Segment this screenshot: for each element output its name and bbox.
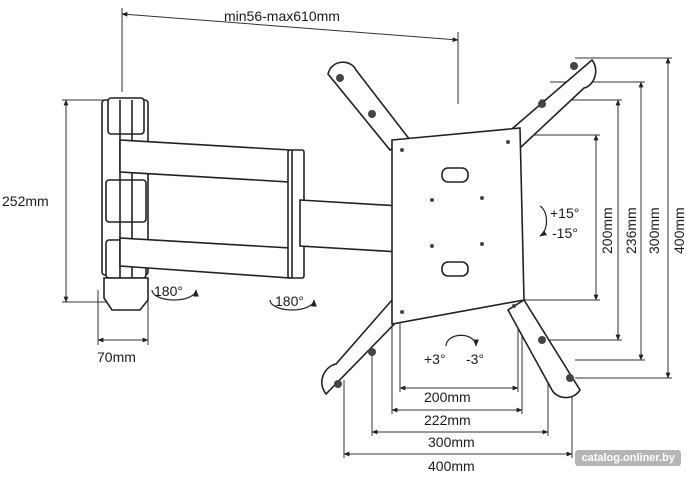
rotation-arrows bbox=[151, 205, 548, 347]
wall-plate-width-label: 70mm bbox=[97, 349, 136, 365]
dimension-lines bbox=[62, 8, 672, 458]
level-plus-label: +3° bbox=[424, 351, 446, 367]
vesa-vertical-200-label: 200mm bbox=[599, 207, 615, 254]
swivel-wall-label: 180° bbox=[154, 283, 183, 299]
tilt-down-label: -15° bbox=[552, 225, 578, 241]
swing-arms bbox=[119, 139, 401, 279]
reach-dimension-label: min56-max610mm bbox=[224, 8, 340, 24]
tilt-up-label: +15° bbox=[550, 205, 579, 221]
wall-plate-height-label: 252mm bbox=[2, 193, 49, 209]
watermark: catalog.onliner.by bbox=[575, 450, 681, 466]
vesa-vertical-300-label: 300mm bbox=[646, 207, 662, 254]
vesa-vertical-400-label: 400mm bbox=[671, 207, 687, 254]
vesa-horizontal-300-label: 300mm bbox=[428, 434, 475, 450]
wall-plate bbox=[101, 97, 149, 311]
vesa-horizontal-200-label: 200mm bbox=[424, 389, 471, 405]
vesa-vertical-236-label: 236mm bbox=[623, 207, 639, 254]
vesa-horizontal-400-label: 400mm bbox=[428, 458, 475, 474]
level-minus-label: -3° bbox=[466, 351, 484, 367]
mounting-holes bbox=[334, 62, 578, 388]
vesa-bracket bbox=[321, 58, 597, 399]
swivel-arm-label: 180° bbox=[275, 293, 304, 309]
vesa-horizontal-222-label: 222mm bbox=[424, 412, 471, 428]
